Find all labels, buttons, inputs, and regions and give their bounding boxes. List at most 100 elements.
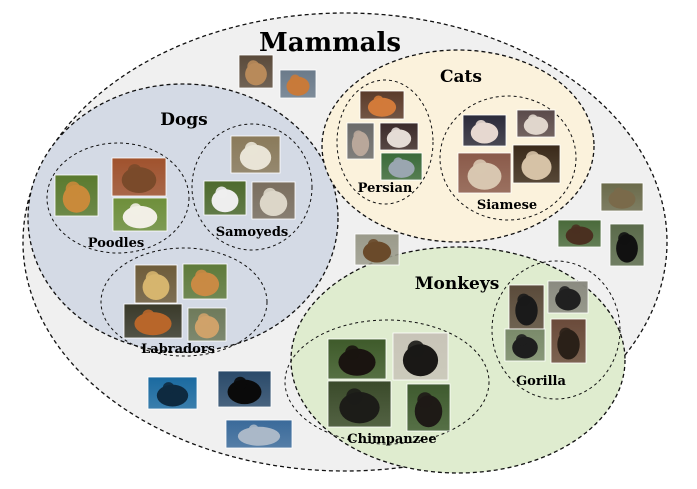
photo-subject-head [407, 340, 425, 358]
photo-frame [354, 233, 400, 266]
photo-subject-head [417, 392, 433, 408]
photo-frame [609, 223, 645, 267]
mammal-photo [279, 69, 317, 99]
siamese-region [439, 95, 577, 221]
photo-subject-head [525, 151, 540, 165]
photo-subject-head [145, 271, 160, 285]
chimpanzee-photo [392, 332, 449, 381]
photo-subject-head [244, 141, 259, 156]
labradors-region [100, 247, 268, 357]
labrador-photo [182, 263, 228, 300]
mammal-photo [354, 233, 400, 266]
photo-frame [504, 328, 546, 362]
mammal-photo [609, 223, 645, 267]
photo-frame [225, 419, 293, 449]
photo-subject-head [65, 181, 81, 197]
photo-thumbnails [54, 54, 645, 449]
photo-frame [512, 144, 561, 184]
poodle-photo [112, 197, 168, 232]
poodle-photo [54, 174, 99, 217]
chimpanzee-photo [327, 380, 392, 428]
chimpanzee-region [284, 319, 490, 445]
photo-subject-head [162, 382, 175, 394]
photo-subject-head [393, 157, 404, 168]
photo-subject-head [475, 119, 487, 132]
photo-frame [230, 135, 281, 174]
photo-frame [112, 197, 168, 232]
siamese-cat-photo [462, 114, 507, 147]
mammals-title: Mammals [259, 28, 401, 58]
monkeys-label: Monkeys [415, 274, 500, 294]
samoyed-photo [251, 181, 296, 220]
photo-subject-head [353, 130, 364, 141]
siamese-label: Siamese [477, 198, 537, 213]
photo-subject-head [127, 164, 142, 178]
photo-frame [406, 383, 451, 432]
siamese-cat-photo [516, 109, 556, 138]
photo-subject-head [215, 186, 228, 199]
gorilla-region [491, 260, 621, 400]
gorilla-photo [550, 318, 587, 364]
samoyeds-label: Samoyeds [216, 225, 288, 240]
siamese-cat-photo [512, 144, 561, 184]
mammal-photo [225, 419, 293, 449]
mammal-photo [147, 376, 198, 410]
photo-frame [550, 318, 587, 364]
photo-subject-head [129, 203, 142, 216]
photo-subject-head [559, 286, 571, 298]
chimpanzee-photo [327, 338, 387, 380]
photo-subject-head [367, 238, 380, 251]
gorilla-photo [504, 328, 546, 362]
photo-subject-head [346, 388, 363, 405]
photo-frame [462, 114, 507, 147]
photo-subject-head [247, 60, 260, 73]
dogs-label: Dogs [160, 110, 208, 130]
photo-subject-head [559, 327, 572, 341]
photo-subject-head [248, 424, 259, 435]
photo-frame [238, 54, 274, 89]
photo-frame [600, 182, 644, 212]
photo-frame [147, 376, 198, 410]
photo-subject-head [142, 309, 155, 322]
mammal-photo [557, 219, 602, 248]
photo-frame [182, 263, 228, 300]
persian-cat-photo [380, 152, 423, 181]
persian-region [336, 79, 434, 205]
photo-frame [217, 370, 272, 408]
photo-subject-head [233, 376, 247, 390]
mammal-photo [600, 182, 644, 212]
photo-subject-head [263, 187, 277, 202]
photo-frame [187, 307, 227, 342]
persian-label: Persian [358, 181, 413, 196]
labrador-photo [134, 264, 178, 304]
photo-subject-head [571, 224, 581, 235]
persian-cat-photo [346, 122, 375, 160]
photo-subject-head [290, 74, 301, 85]
mammal-photo [238, 54, 274, 89]
photo-frame [557, 219, 602, 248]
photo-frame [516, 109, 556, 138]
photo-frame [279, 69, 317, 99]
photo-frame [547, 280, 589, 314]
photo-frame [379, 122, 419, 151]
samoyeds-region [191, 123, 313, 251]
photo-frame [123, 303, 183, 339]
photo-frame [327, 338, 387, 380]
photo-frame [380, 152, 423, 181]
labradors-label: Labradors [141, 342, 215, 357]
photo-subject-head [516, 334, 528, 346]
poodle-photo [111, 157, 167, 197]
photo-frame [359, 90, 405, 120]
photo-frame [392, 332, 449, 381]
photo-subject-head [195, 269, 208, 283]
gorilla-photo [547, 280, 589, 314]
samoyed-photo [230, 135, 281, 174]
poodles-region [46, 142, 190, 254]
labrador-photo [123, 303, 183, 339]
gorilla-photo [508, 284, 545, 330]
photo-frame [54, 174, 99, 217]
photo-subject [237, 426, 281, 446]
photo-frame [251, 181, 296, 220]
persian-cat-photo [359, 90, 405, 120]
